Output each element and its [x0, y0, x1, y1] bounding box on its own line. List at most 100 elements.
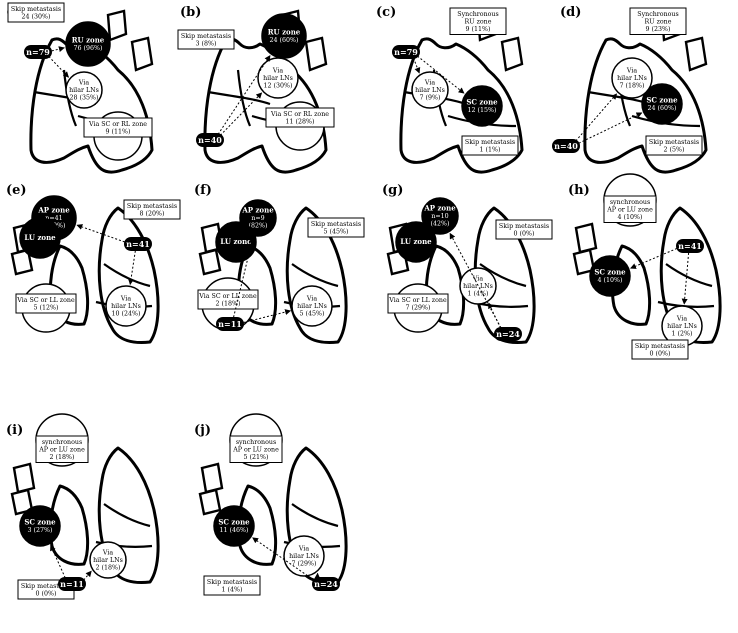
panel-label: (c): [376, 5, 396, 20]
hilar-label: Via: [306, 296, 317, 303]
spread-arrow: [48, 56, 69, 78]
ap-label: (82%): [249, 223, 268, 230]
total-count-badge: [494, 327, 522, 341]
panel-label: (e): [6, 183, 27, 198]
bronchus-stub: [304, 36, 328, 72]
bronchus-stub: [500, 36, 524, 72]
zone-circle: [213, 505, 255, 547]
hilar-circle: [105, 285, 147, 327]
hilar-circle: [89, 541, 127, 579]
hilar-label: 2 (18%): [96, 565, 121, 572]
bronchus-stub: [684, 36, 708, 72]
sync-label: RU zone: [645, 19, 672, 26]
hilar-label: hilar LNs: [93, 557, 123, 564]
skip-label: 8 (20%): [140, 211, 165, 218]
bronchus-stub: [198, 488, 222, 516]
zone-label: 3 (27%): [28, 527, 53, 534]
fissure-line: [236, 69, 252, 127]
zone-label: SC zone: [24, 517, 56, 526]
sync-label: synchronous: [236, 439, 276, 446]
hilar-label: Via: [78, 80, 89, 87]
skip-box: [461, 135, 519, 156]
spread-arrow: [252, 537, 315, 581]
sync-box: [449, 7, 507, 35]
skip-label: 3 (8%): [196, 41, 217, 48]
hilar-label: Via: [102, 550, 113, 557]
zone-label: SC zone: [646, 95, 678, 104]
hilar-label: hilar LNs: [289, 553, 319, 560]
hilar-label: hilar LNs: [463, 283, 493, 290]
other-label: Via SC or LL zone: [198, 293, 257, 300]
fissure-line: [95, 540, 153, 548]
skip-label: 24 (30%): [22, 14, 51, 21]
fissure-line: [291, 503, 339, 528]
sync-label: AP or LU zone: [38, 447, 85, 454]
lu-circle: [19, 217, 61, 259]
skip-label: Skip metastasis: [311, 221, 361, 228]
total-count-label: n=24: [314, 579, 338, 589]
zone-label: SC zone: [466, 97, 498, 106]
total-count-label: n=41: [126, 239, 150, 249]
spread-arrow: [681, 252, 690, 305]
zone-label: 12 (15%): [468, 107, 497, 114]
sync-label: Synchronous: [637, 11, 678, 18]
hilar-label: hilar LNs: [617, 75, 647, 82]
sync-label: RU zone: [465, 19, 492, 26]
hilar-circle: [611, 57, 653, 99]
fissure-line: [479, 263, 527, 288]
ap-label: AP zone: [37, 206, 70, 215]
skip-box: [631, 339, 689, 360]
spread-arrow: [219, 92, 263, 136]
hilar-label: 7 (29%): [292, 561, 317, 568]
lu-label: LU zone: [220, 237, 252, 246]
total-count-label: n=40: [554, 141, 578, 151]
skip-label: Skip metastasis: [207, 579, 257, 586]
total-count-label: n=79: [26, 47, 50, 57]
ap-label: n=41: [45, 215, 62, 222]
bronchus-stub: [10, 248, 34, 276]
spread-arrow: [417, 55, 465, 94]
zone-circle: [65, 21, 111, 67]
zone-circle: [19, 505, 61, 547]
hilar-label: hilar LNs: [667, 323, 697, 330]
sync-box: [229, 435, 283, 463]
total-count-label: n=79: [394, 47, 418, 57]
sync-label: AP or LU zone: [606, 207, 653, 214]
bronchus-stub: [198, 248, 222, 276]
total-count-label: n=11: [60, 579, 84, 589]
hilar-label: Via: [424, 80, 435, 87]
hilar-label: Via: [472, 276, 483, 283]
zone-label: 4 (10%): [598, 277, 623, 284]
zone-label: SC zone: [594, 267, 626, 276]
hilar-label: 1 (4%): [468, 291, 489, 298]
sync-label: 5 (21%): [244, 454, 269, 461]
hilar-label: 1 (2%): [672, 331, 693, 338]
lu-circle: [215, 221, 257, 263]
zone-label: RU zone: [72, 35, 105, 44]
hilar-label: 7 (18%): [620, 83, 645, 90]
bronchus-stub: [200, 462, 224, 494]
bronchus-stub: [574, 222, 598, 254]
total-count-badge: [552, 139, 580, 153]
sync-label: 2 (18%): [50, 454, 75, 461]
hilar-circle: [411, 71, 449, 109]
skip-label: Skip metastasis: [181, 33, 231, 40]
ap-label: n=10: [431, 213, 448, 220]
sync-label: 4 (10%): [618, 214, 643, 221]
other-label: Via SC or LL zone: [16, 297, 75, 304]
hilar-label: hilar LNs: [111, 303, 141, 310]
skip-label: Skip metastasis: [499, 223, 549, 230]
total-count-badge: [216, 317, 244, 331]
skip-box: [203, 575, 261, 596]
skip-box: [177, 29, 235, 50]
spread-arrow: [575, 93, 618, 142]
total-count-label: n=41: [678, 241, 702, 251]
spread-arrow: [413, 57, 421, 74]
spread-arrow: [233, 236, 255, 318]
hilar-label: 12 (30%): [264, 83, 293, 90]
spread-arrow: [76, 224, 125, 243]
